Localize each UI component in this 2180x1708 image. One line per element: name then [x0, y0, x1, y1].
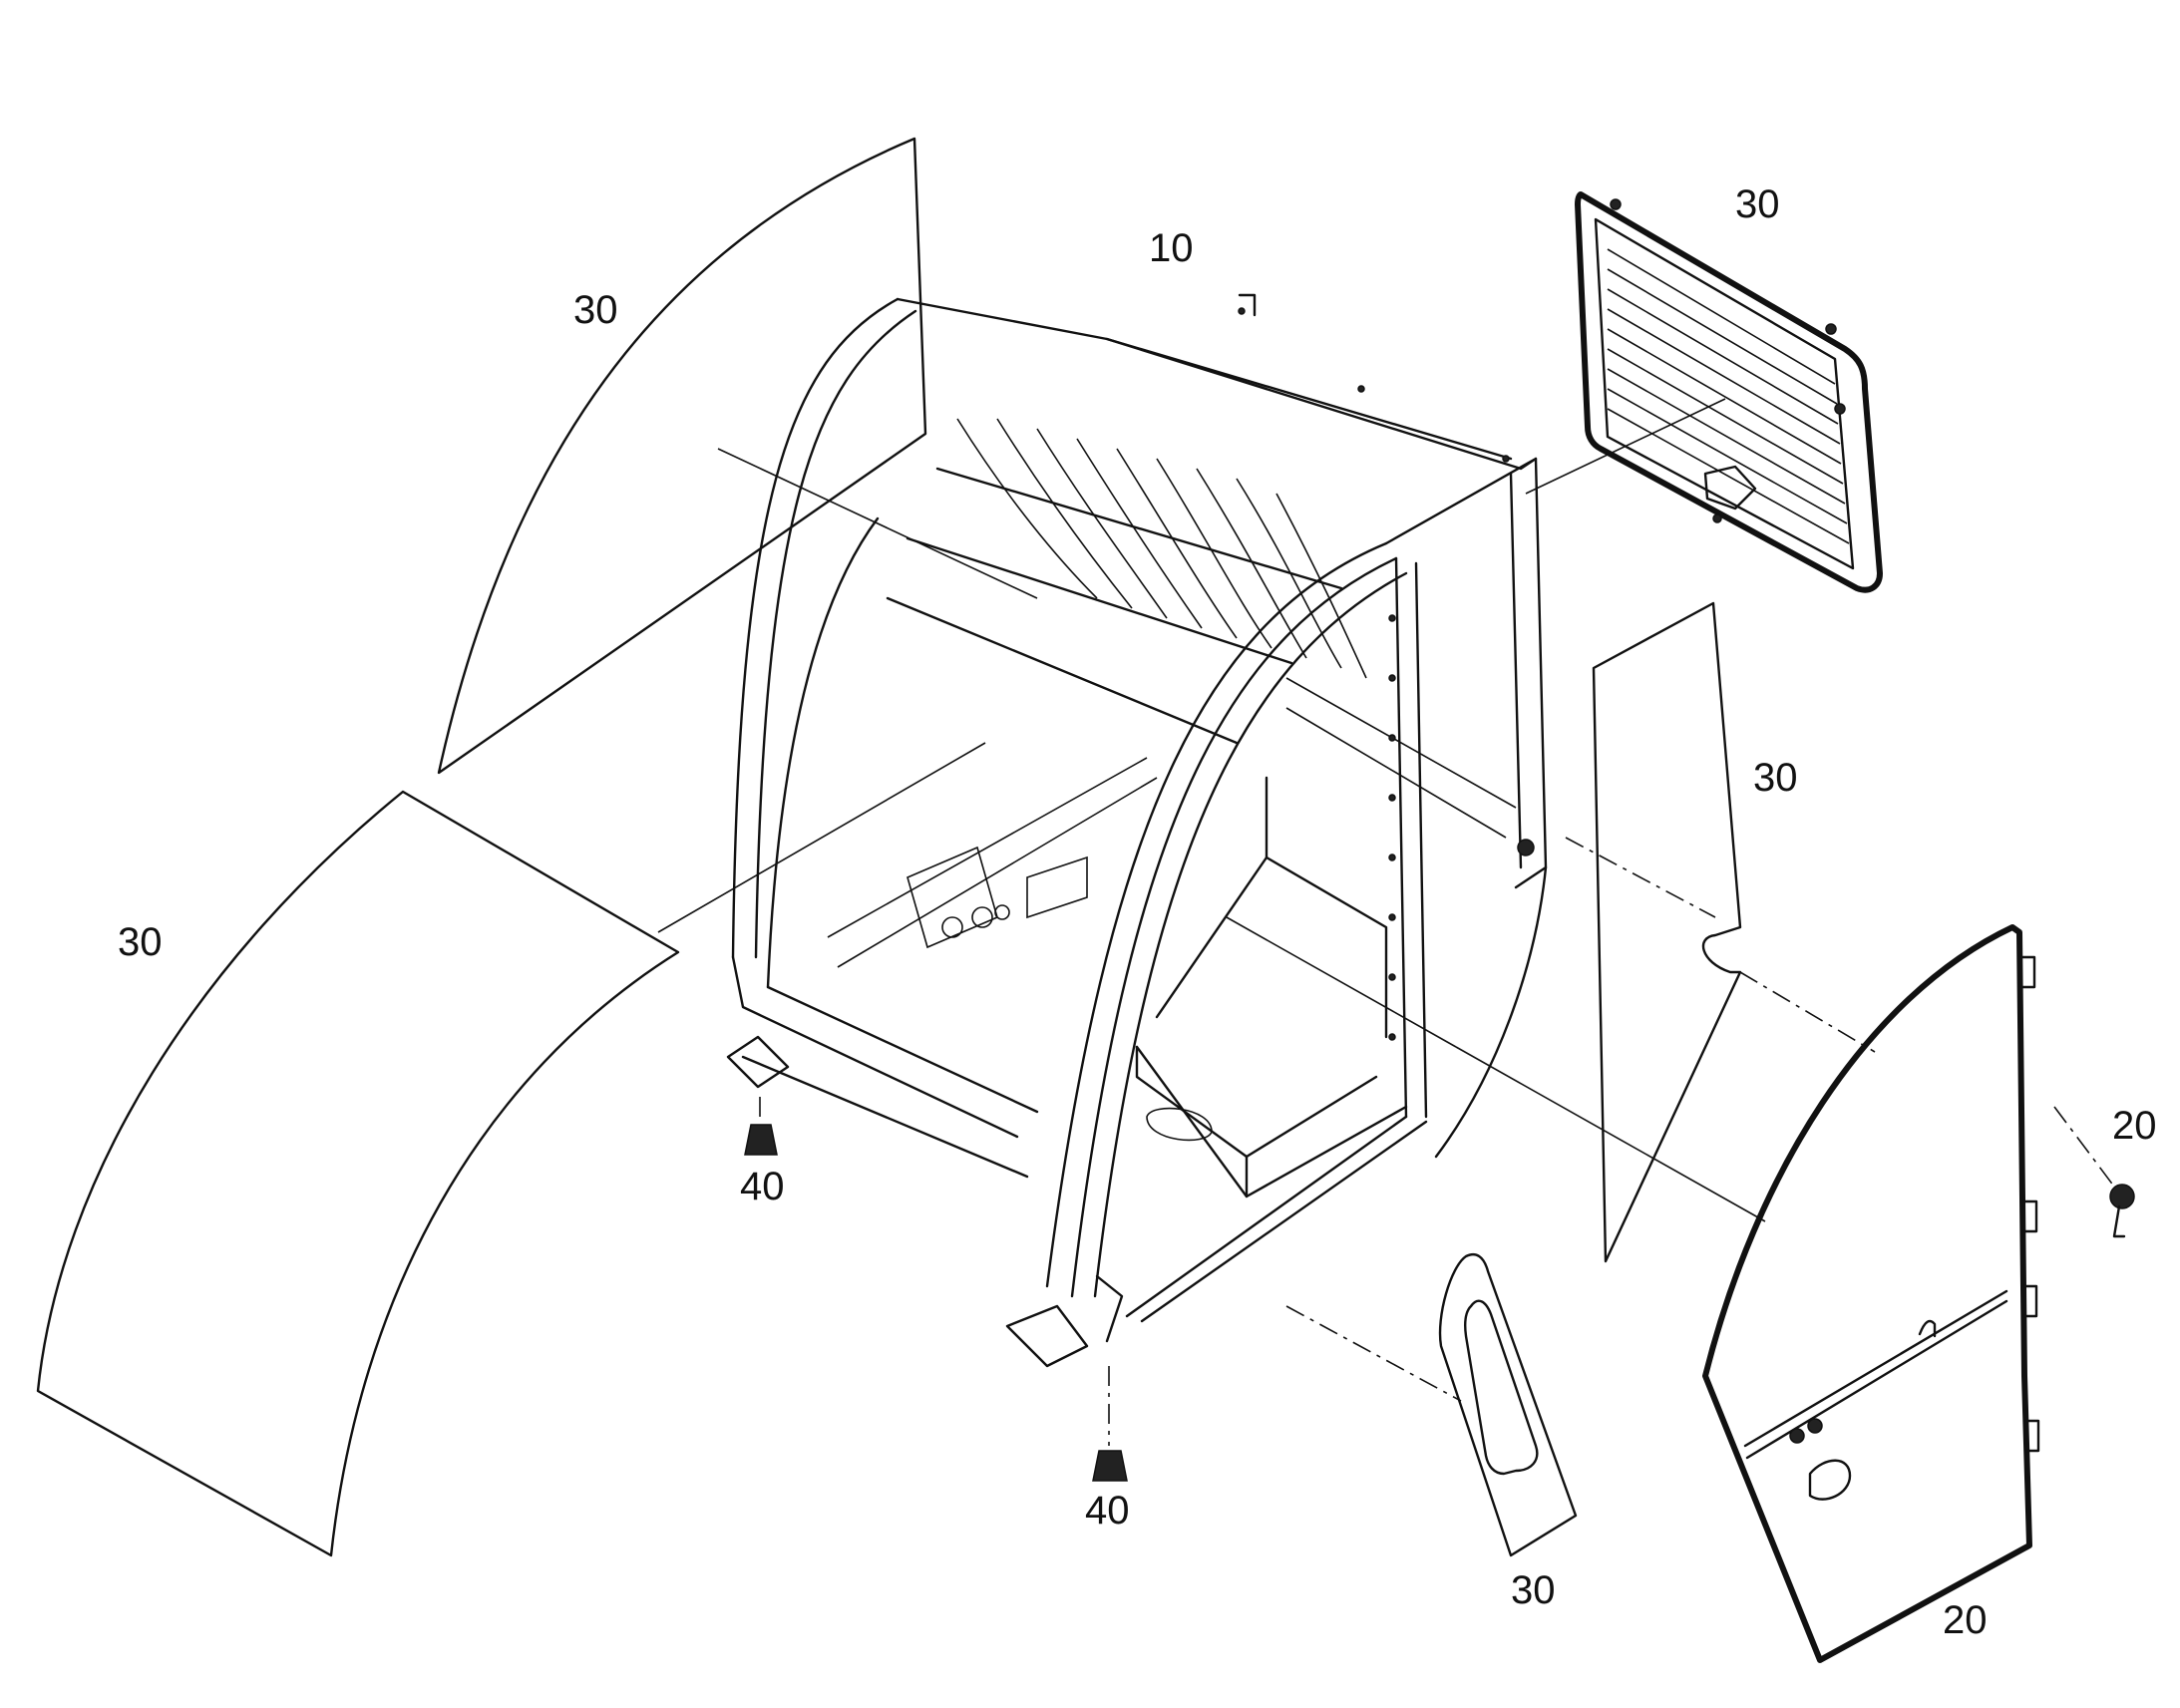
- callout-10-frame: 10: [1149, 226, 1194, 270]
- leader-lines: [657, 398, 2115, 1446]
- left-top-glass-panel: [437, 137, 927, 775]
- callout-30-right-glass: 30: [1753, 756, 1798, 800]
- callout-labels: 30 10 30 30 30 20 40 40 30 20: [118, 182, 2157, 1642]
- left-front-glass-panel: [36, 790, 680, 1557]
- callout-30-small-glass: 30: [1511, 1568, 1556, 1612]
- rear-window-panel: [1575, 191, 1883, 593]
- callout-40-bottom-mount: 40: [1085, 1489, 1130, 1533]
- hinge-part: [2109, 1184, 2135, 1238]
- callout-30-rear-window: 30: [1735, 182, 1780, 226]
- small-glass-panel: [1438, 1252, 1578, 1557]
- callout-30-left-top-glass: 30: [573, 288, 618, 332]
- callout-20-hinge: 20: [2112, 1104, 2157, 1148]
- right-glass-panel: [1592, 601, 1742, 1263]
- callout-20-door: 20: [1943, 1598, 1988, 1642]
- door-panel: [1702, 924, 2040, 1663]
- cab-frame: [726, 293, 1548, 1368]
- left-rubber-mount: [744, 1124, 778, 1156]
- bottom-rubber-mount: [1092, 1450, 1128, 1482]
- callout-30-left-front-glass: 30: [118, 920, 163, 964]
- callout-40-left-mount: 40: [740, 1165, 785, 1208]
